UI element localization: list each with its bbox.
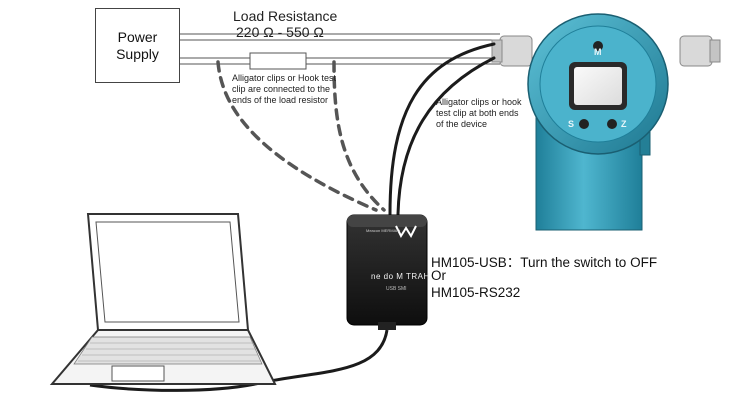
button-s-label: S — [568, 119, 575, 129]
button-m-label: M — [594, 47, 602, 57]
modem-sub-label: USB SMI — [386, 286, 407, 292]
transmitter — [491, 13, 721, 231]
modem-brand-label: Meacon MERMAID — [366, 228, 401, 233]
laptop-keys — [78, 342, 261, 362]
loop-lines — [180, 33, 500, 65]
modem-name-label: ne do M TRAH — [371, 272, 430, 281]
transmitter-s-button — [579, 119, 589, 129]
power-supply-label: Power Supply — [116, 28, 159, 62]
load-resistance-title: Load Resistance — [233, 8, 338, 24]
instruction-usb: HM105-USB：Turn the switch to OFF — [431, 255, 658, 270]
load-resistor — [249, 52, 307, 70]
instruction-or: Or — [431, 268, 446, 283]
laptop — [49, 213, 277, 385]
transmitter-screen — [574, 67, 622, 105]
transmitter-m-button — [593, 41, 603, 51]
resistor-clip-leads — [216, 60, 386, 212]
hart-modem — [346, 214, 428, 330]
transmitter-z-button — [607, 119, 617, 129]
power-supply-box: Power Supply — [95, 8, 180, 83]
device-clip-leads — [388, 42, 496, 216]
device-clip-note: Alligator clips or hook test clip at bot… — [436, 97, 522, 129]
instruction-rs232: HM105-RS232 — [431, 285, 521, 300]
laptop-trackpad — [111, 365, 165, 382]
button-z-label: Z — [621, 119, 627, 129]
load-resistance-range: 220 Ω - 550 Ω — [236, 24, 324, 40]
resistor-clip-note: Alligator clips or Hook test clip are co… — [232, 73, 337, 105]
